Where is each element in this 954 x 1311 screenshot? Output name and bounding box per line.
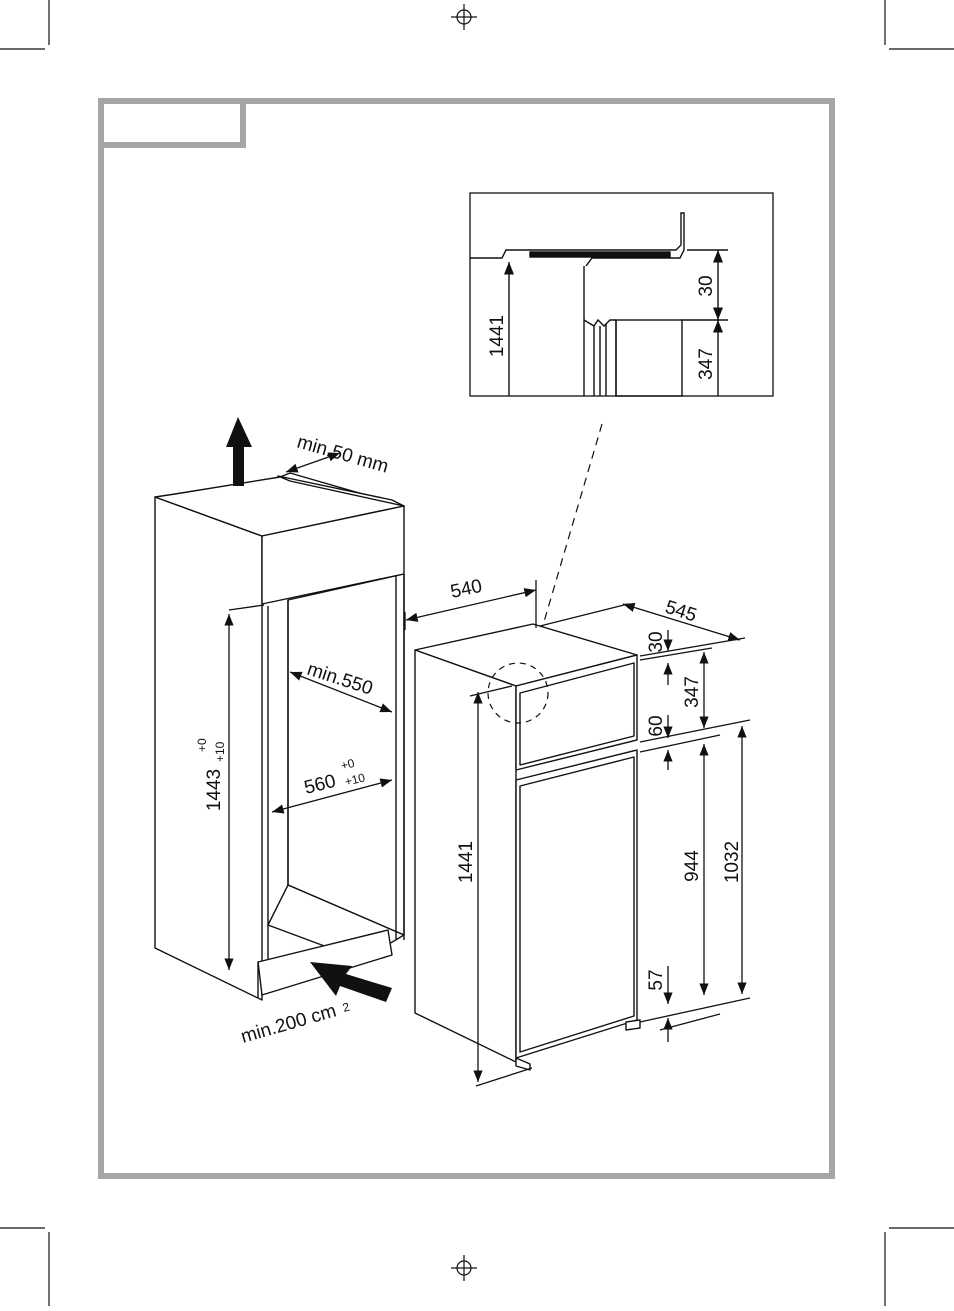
detail-top-gap-label: 30 bbox=[696, 275, 717, 296]
freezer-door-dim-label: 347 bbox=[682, 676, 703, 708]
bottom-gap-dim-label: 57 bbox=[646, 969, 667, 990]
niche-height-label: 1443 bbox=[204, 769, 225, 811]
registration-mark-top bbox=[451, 4, 477, 30]
detail-freezer-door-label: 347 bbox=[696, 348, 717, 380]
top-gap-label: min.50 mm bbox=[295, 432, 391, 478]
vent-area-exponent: 2 bbox=[341, 999, 352, 1014]
appliance-width-label: 540 bbox=[449, 576, 484, 603]
niche-height-tol-minus: +10 bbox=[213, 741, 227, 762]
detail-height-label: 1441 bbox=[487, 315, 508, 357]
top-gap-dim-label: 30 bbox=[646, 631, 667, 652]
appliance bbox=[415, 624, 640, 1070]
appliance-height-label: 1441 bbox=[456, 841, 477, 883]
vent-area-label: min.200 cm bbox=[239, 1001, 339, 1048]
niche-cabinet bbox=[155, 473, 404, 1000]
appliance-depth-label: 545 bbox=[662, 597, 699, 627]
fridge-total-dim-label: 1032 bbox=[722, 841, 743, 883]
fridge-door-dim-label: 944 bbox=[682, 850, 703, 882]
registration-mark-bottom bbox=[451, 1255, 477, 1281]
detail-inset: 1441 30 347 bbox=[470, 193, 773, 396]
door-gap-dim-label: 60 bbox=[646, 715, 667, 736]
air-out-arrow bbox=[226, 417, 252, 486]
niche-height-tol-plus: +0 bbox=[195, 738, 209, 752]
